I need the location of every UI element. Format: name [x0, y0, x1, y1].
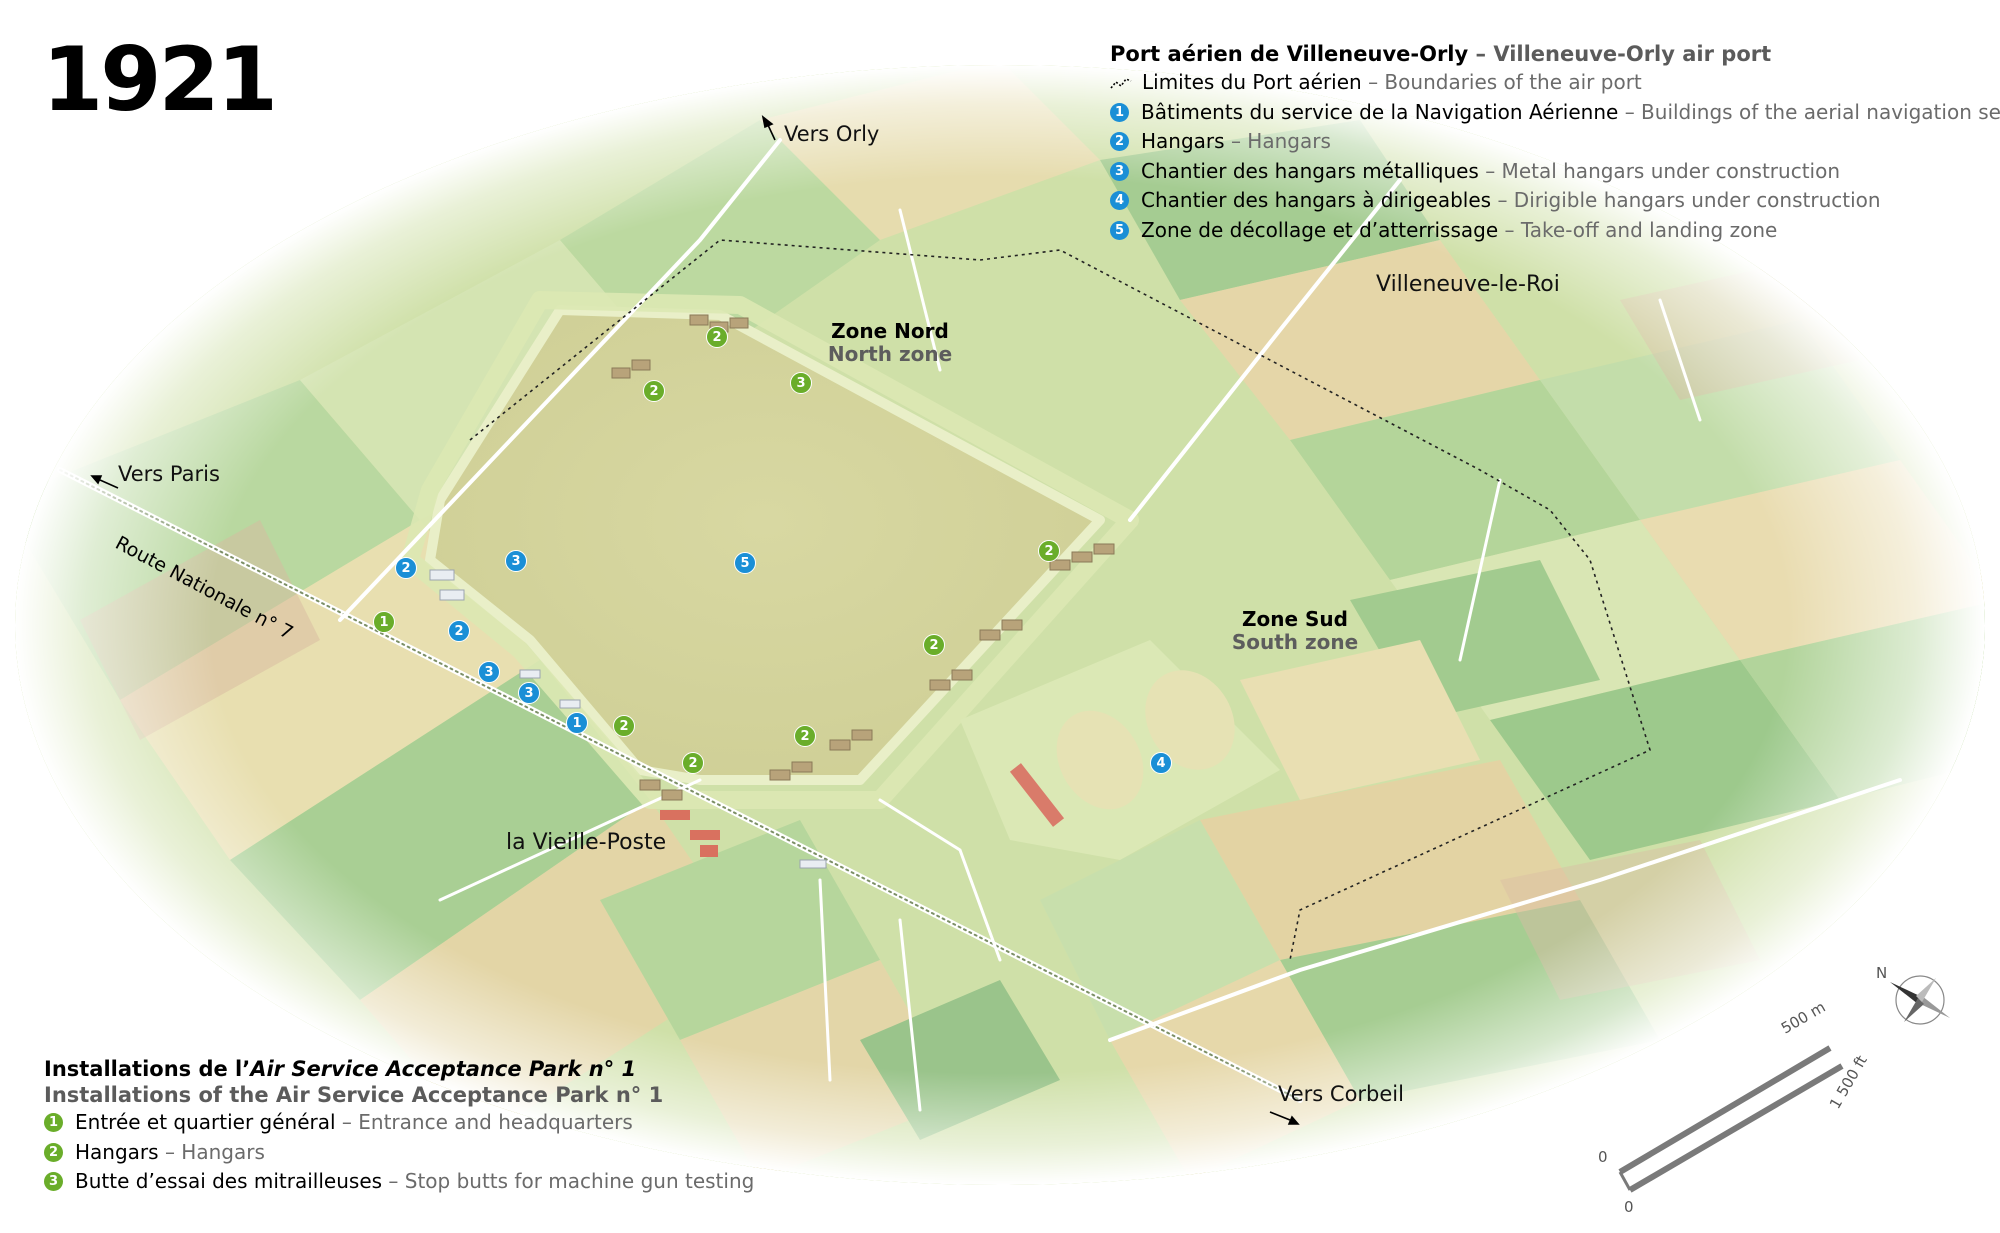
map-marker-blue: 4	[1150, 752, 1172, 774]
direction-arrows	[90, 115, 1300, 1125]
legend-top-label-fr: Zone de décollage et d’atterrissage	[1141, 217, 1499, 242]
map-marker-blue: 1	[566, 712, 588, 734]
label-vers-corbeil: Vers Corbeil	[1278, 1082, 1404, 1106]
legend-bottom-number-badge: 2	[44, 1142, 63, 1162]
map-marker-green: 2	[643, 380, 665, 402]
legend-top-label-en: – Dirigible hangars under construction	[1497, 188, 1881, 212]
legend-top-label-fr: Bâtiments du service de la Navigation Aé…	[1141, 99, 1619, 124]
zone-sud-fr: Zone Sud	[1242, 607, 1348, 631]
compass-rose-icon: N	[1876, 964, 1950, 1025]
legend-bottom-label-en: – Entrance and headquarters	[341, 1110, 633, 1134]
map-marker-blue: 2	[395, 557, 417, 579]
map-marker-green: 2	[923, 634, 945, 656]
map-marker-green: 3	[790, 372, 812, 394]
legend-top-number-badge: 2	[1110, 132, 1129, 152]
zone-nord-en: North zone	[827, 342, 953, 366]
legend-top-label-fr: Chantier des hangars métalliques	[1141, 158, 1479, 183]
legend-bottom-item: 3 Butte d’essai des mitrailleuses – Stop …	[44, 1167, 754, 1197]
compass-north-label: N	[1876, 964, 1887, 982]
scale-zero-b: 0	[1624, 1198, 1634, 1216]
legend-top-item: 5 Zone de décollage et d’atterrissage – T…	[1110, 216, 2000, 246]
map-marker-blue: 3	[505, 550, 527, 572]
map-marker-blue: 5	[734, 552, 756, 574]
legend-park-title-fr: Installations de l’Air Service Acceptanc…	[44, 1056, 754, 1082]
legend-bottom-item: 2 Hangars – Hangars	[44, 1138, 754, 1168]
legend-top-label-en: – Metal hangars under construction	[1485, 158, 1840, 183]
map-marker-green: 2	[682, 752, 704, 774]
label-la-vieille-poste: la Vieille-Poste	[506, 830, 667, 855]
legend-bottom-label-en: – Hangars	[164, 1139, 265, 1164]
legend-top-number-badge: 1	[1110, 102, 1129, 122]
legend-bottom-label-en: – Stop butts for machine gun testing	[388, 1169, 755, 1193]
scale-and-compass: 500 m 1 500 ft 0 0 N	[1598, 964, 1950, 1216]
legend-acceptance-park: Installations de l’Air Service Acceptanc…	[44, 1056, 754, 1197]
map-marker-blue: 3	[518, 682, 540, 704]
legend-title-en: – Villeneuve-Orly air port	[1475, 42, 1772, 66]
scale-zero-a: 0	[1598, 1148, 1608, 1166]
zone-sud-en: South zone	[1231, 630, 1359, 654]
legend-park-title-fr-b: Air Service Acceptance Park n° 1	[250, 1057, 637, 1081]
legend-top-item: 3 Chantier des hangars métalliques – Meta…	[1110, 157, 2000, 187]
year-title: 1921	[42, 28, 278, 131]
legend-bottom-label-fr: Butte d’essai des mitrailleuses	[75, 1169, 383, 1193]
legend-top-item: 4 Chantier des hangars à dirigeables – Di…	[1110, 186, 2000, 216]
legend-air-port-title: Port aérien de Villeneuve-Orly – Villene…	[1110, 40, 2000, 68]
legend-top-label-en: – Hangars	[1230, 129, 1331, 153]
legend-top-item: 1 Bâtiments du service de la Navigation A…	[1110, 98, 2000, 128]
label-vers-paris: Vers Paris	[118, 462, 220, 486]
legend-top-label-fr: Chantier des hangars à dirigeables	[1141, 188, 1492, 212]
legend-title-fr: Port aérien de Villeneuve-Orly	[1110, 42, 1469, 66]
legend-air-port: Port aérien de Villeneuve-Orly – Villene…	[1110, 40, 2000, 245]
legend-boundary-row: Limites du Port aérien – Boundaries of t…	[1110, 68, 2000, 98]
map-marker-green: 2	[706, 326, 728, 348]
map-marker-blue: 3	[478, 661, 500, 683]
legend-top-item: 2 Hangars – Hangars	[1110, 127, 2000, 157]
legend-bottom-label-fr: Hangars	[75, 1139, 159, 1164]
legend-park-title-en: Installations of the Air Service Accepta…	[44, 1083, 664, 1107]
legend-top-number-badge: 5	[1110, 220, 1129, 240]
zone-nord-label: Zone Nord North zone	[800, 320, 980, 366]
legend-top-label-en: – Buildings of the aerial navigation ser…	[1624, 99, 2000, 124]
legend-boundary-en: – Boundaries of the air port	[1368, 70, 1642, 94]
legend-boundary-fr: Limites du Port aérien	[1142, 70, 1362, 94]
map-marker-blue: 2	[448, 620, 470, 642]
boundary-line-icon	[1110, 77, 1132, 89]
legend-park-title-fr-a: Installations de l’	[44, 1057, 251, 1081]
label-villeneuve-le-roi: Villeneuve-le-Roi	[1376, 272, 1560, 297]
scale-bar: 500 m 1 500 ft 0 0	[1598, 998, 1871, 1216]
legend-top-number-badge: 3	[1110, 161, 1129, 181]
scale-label-1500ft: 1 500 ft	[1826, 1052, 1871, 1112]
label-vers-orly: Vers Orly	[784, 122, 880, 146]
legend-bottom-number-badge: 3	[44, 1172, 63, 1192]
legend-bottom-label-fr: Entrée et quartier général	[75, 1110, 336, 1134]
scale-label-500m: 500 m	[1778, 998, 1829, 1038]
map-marker-green: 2	[1038, 540, 1060, 562]
legend-bottom-number-badge: 1	[44, 1113, 63, 1133]
map-marker-green: 1	[373, 611, 395, 633]
map-marker-green: 2	[613, 715, 635, 737]
legend-top-number-badge: 4	[1110, 191, 1129, 211]
zone-nord-fr: Zone Nord	[831, 319, 949, 343]
map-marker-green: 2	[794, 725, 816, 747]
zone-sud-label: Zone Sud South zone	[1200, 608, 1390, 654]
legend-bottom-item: 1 Entrée et quartier général – Entrance a…	[44, 1108, 754, 1138]
legend-top-label-fr: Hangars	[1141, 129, 1225, 153]
legend-top-label-en: – Take-off and landing zone	[1504, 217, 1778, 242]
